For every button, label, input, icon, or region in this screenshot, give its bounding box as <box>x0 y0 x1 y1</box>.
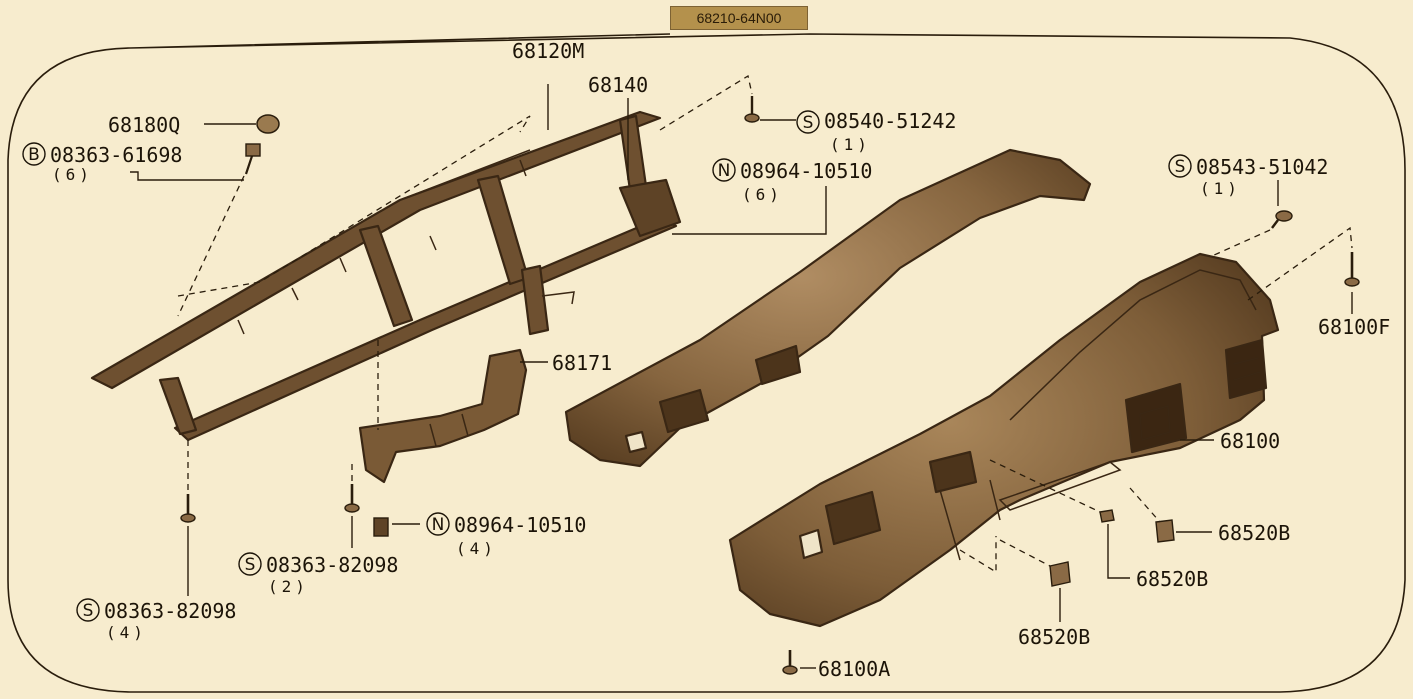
clip-icon <box>1155 519 1175 543</box>
label-68140: 68140 <box>588 73 648 97</box>
label-08363-61698-qty: (6) <box>52 165 93 184</box>
label-68520b-a: 68520B <box>1218 521 1290 545</box>
label-08540-51242: 08540-51242 <box>824 109 956 133</box>
label-08543-51042-qty: (1) <box>1200 179 1241 198</box>
symbol-s: S <box>803 113 814 133</box>
label-08363-82098-b: 08363-82098 <box>104 599 236 623</box>
label-08363-82098-b-qty: (4) <box>106 623 147 642</box>
dash-top-pad-part <box>564 148 1092 468</box>
label-08543-51042: 08543-51042 <box>1196 155 1328 179</box>
label-08964-10510-bottom: 08964-10510 <box>454 513 586 537</box>
label-68120m: 68120M <box>512 39 584 63</box>
label-08540-51242-qty: (1) <box>830 135 871 154</box>
symbol-n: N <box>718 161 731 181</box>
label-68520b-c: 68520B <box>1018 625 1090 649</box>
clip-icon <box>1099 509 1115 523</box>
label-08964-10510-bottom-qty: (4) <box>456 539 497 558</box>
symbol-s: S <box>1175 157 1186 177</box>
symbol-s: S <box>245 555 256 575</box>
screw-icon <box>180 494 196 523</box>
label-08964-10510-top-qty: (6) <box>742 185 783 204</box>
diagram-frame <box>7 33 1406 693</box>
leader-lines <box>130 84 1353 669</box>
clip-icon <box>373 517 389 537</box>
label-08363-61698: 08363-61698 <box>50 143 182 167</box>
screw-icon <box>782 650 798 675</box>
symbol-s: S <box>83 601 94 621</box>
symbol-n: N <box>432 515 445 535</box>
label-08363-82098-a-qty: (2) <box>268 577 309 596</box>
label-68180q: 68180Q <box>108 113 180 137</box>
screw-icon <box>1271 210 1293 229</box>
symbol-b: B <box>28 145 40 165</box>
clip-icon <box>1049 561 1071 587</box>
label-08964-10510-top: 08964-10510 <box>740 159 872 183</box>
label-68520b-b: 68520B <box>1136 567 1208 591</box>
part-labels: 68120M 68140 68180Q 08363-61698 (6) 0854… <box>50 39 1390 681</box>
fastener-icons <box>180 96 1360 675</box>
screw-icon <box>344 484 360 513</box>
bolt-icon <box>244 143 261 175</box>
screw-icon <box>744 96 760 123</box>
label-08363-82098-a: 08363-82098 <box>266 553 398 577</box>
part-code-badge: 68210-64N00 <box>670 6 808 30</box>
label-68100f: 68100F <box>1318 315 1390 339</box>
symbol-circles: B S N S N S S <box>22 110 1192 622</box>
label-68171: 68171 <box>552 351 612 375</box>
assembly-dashed-lines <box>177 74 1353 574</box>
label-68100: 68100 <box>1220 429 1280 453</box>
screw-icon <box>1344 252 1360 287</box>
dash-reinforcement-part <box>90 110 682 442</box>
bracket-part <box>358 348 528 484</box>
label-68100a: 68100A <box>818 657 890 681</box>
instrument-panel-part <box>728 252 1280 628</box>
cap-icon <box>256 114 280 134</box>
